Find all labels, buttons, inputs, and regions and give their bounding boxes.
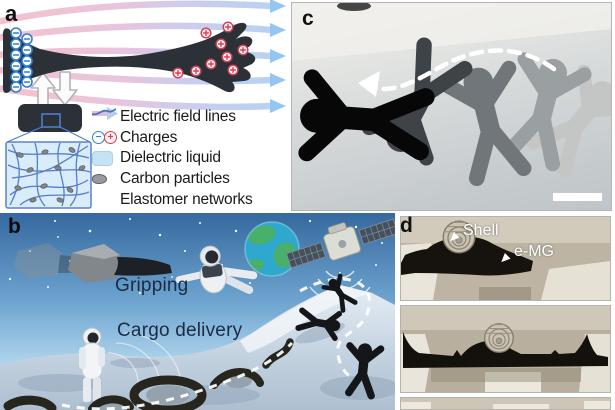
legend-label: Dielectric liquid <box>120 149 221 167</box>
plus-charge-icon: + <box>104 131 117 145</box>
support-block-right <box>584 401 610 409</box>
gripping-label: Gripping <box>115 275 189 296</box>
shell-label: Shell <box>463 222 499 239</box>
emg-label: e-MG <box>514 243 554 260</box>
contact-smudge <box>337 3 371 11</box>
legend-row-carbon: Carbon particles <box>92 169 286 190</box>
panel-d-label: d <box>400 214 413 237</box>
d-frame-2 <box>400 305 611 393</box>
dielectric-liquid-icon <box>92 150 120 166</box>
legend-row-charges: − + Charges <box>92 128 286 149</box>
panel-b-illustration: b Gripping Cargo delivery <box>0 213 395 410</box>
panel-a-schematic: a Electric field lines − + Charges <box>0 0 288 213</box>
deformation-arrows <box>30 71 78 107</box>
locomotion-photo <box>291 2 612 211</box>
photo-highlight <box>292 3 611 61</box>
gripper <box>68 244 172 283</box>
cargo-delivery-label: Cargo delivery <box>117 320 243 341</box>
carbon-particle-icon <box>92 174 120 185</box>
satellite <box>285 218 395 269</box>
support-pedestal <box>493 404 549 409</box>
e-mg-schematic-drawing <box>0 0 286 209</box>
legend-label: Carbon particles <box>120 170 230 188</box>
panel-b-label: b <box>8 215 21 238</box>
terrain-ridge-highlight <box>240 285 372 353</box>
legend-label: Electric field lines <box>120 108 236 126</box>
shell-object <box>484 323 514 353</box>
legend-row-dielectric: Dielectric liquid <box>92 148 286 169</box>
legend-label: Charges <box>120 128 178 146</box>
positive-charges <box>172 21 249 79</box>
trajectory-arrowhead <box>358 71 380 97</box>
gap-shadow <box>479 287 531 300</box>
panel-c-label: c <box>302 7 314 30</box>
panel-a-label: a <box>5 1 18 26</box>
charges-icon: − + <box>92 131 120 145</box>
support-block-right <box>541 261 610 300</box>
floating-astronaut <box>175 245 258 295</box>
legend-row-elastomer: Elastomer networks <box>92 108 286 210</box>
d-frame-1 <box>400 216 611 301</box>
carbon-particles-in-inset <box>14 147 86 203</box>
delivery-paths <box>61 277 371 410</box>
panel-c-photo: c <box>288 0 615 213</box>
d-frame-3 <box>400 397 611 410</box>
microstructure-inset <box>5 104 92 209</box>
field-arrowheads <box>270 0 286 113</box>
panel-d-photo-sequence: d <box>395 213 615 410</box>
support-block-left <box>401 402 431 409</box>
e-mg-gel <box>401 236 533 276</box>
legend: Electric field lines − + Charges Dielect… <box>92 107 286 210</box>
gap-shadow <box>431 368 581 382</box>
negative-charges <box>10 27 33 93</box>
e-mg-body-shape <box>2 22 256 94</box>
legend-label: Elastomer networks <box>120 190 253 208</box>
support-pedestal <box>485 372 541 392</box>
scale-bar <box>553 193 602 201</box>
legend-row-field-lines: Electric field lines <box>92 107 286 128</box>
